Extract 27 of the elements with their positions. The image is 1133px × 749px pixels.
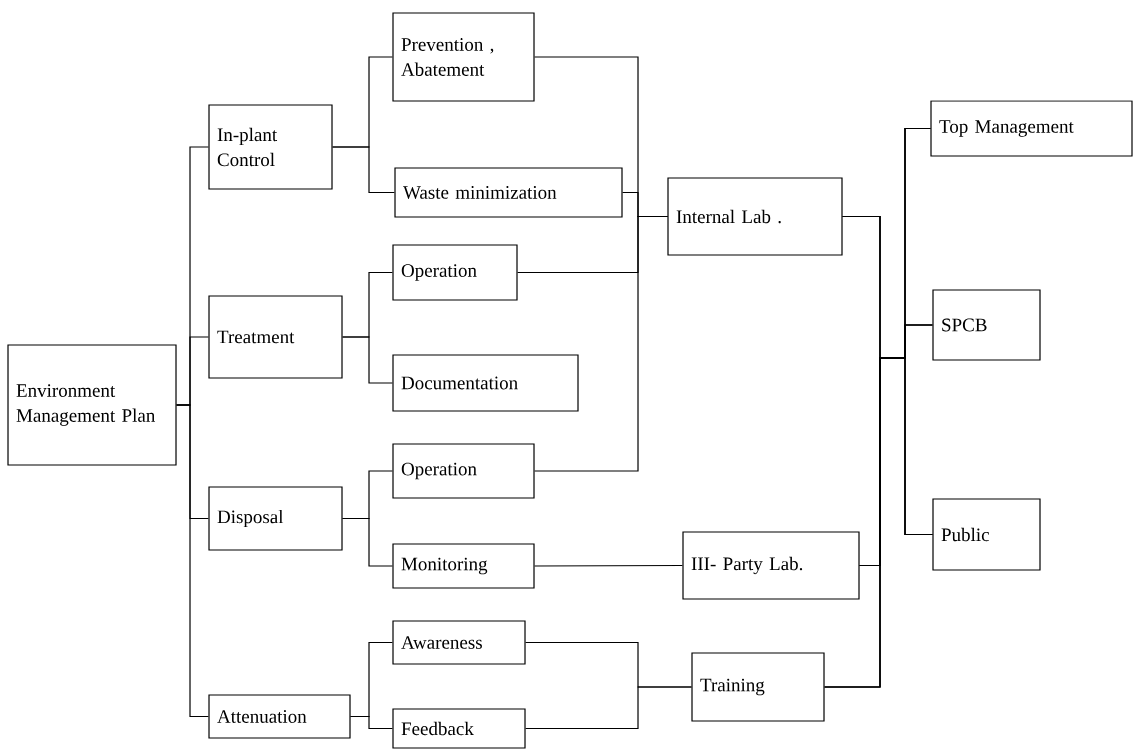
box: Treatment — [208, 295, 343, 379]
box: Environment Management Plan — [7, 344, 177, 466]
connector — [534, 215, 668, 472]
connector — [350, 715, 393, 730]
box: Feedback — [392, 708, 526, 749]
box: Monitoring — [392, 543, 535, 589]
box: Internal Lab . — [667, 177, 843, 256]
connector — [534, 564, 683, 567]
connector — [176, 404, 209, 718]
box: Awareness — [392, 620, 526, 665]
connector — [332, 146, 395, 194]
connector — [525, 686, 692, 730]
box: Top Management — [930, 100, 1133, 157]
box: III- Party Lab. — [682, 531, 860, 600]
box: Prevention , Abatement — [392, 12, 535, 102]
connector — [342, 336, 393, 384]
box: Documentation — [392, 354, 579, 412]
box: SPCB — [932, 289, 1041, 361]
box: Disposal — [208, 486, 343, 551]
box: Waste minimization — [394, 167, 623, 218]
box: In-plant Control — [208, 104, 333, 190]
box: Public — [932, 498, 1041, 571]
box: Attenuation — [208, 694, 351, 739]
connector — [342, 517, 393, 567]
box: Operation — [392, 244, 518, 301]
box: Operation — [392, 443, 535, 499]
box: Training — [691, 652, 825, 722]
